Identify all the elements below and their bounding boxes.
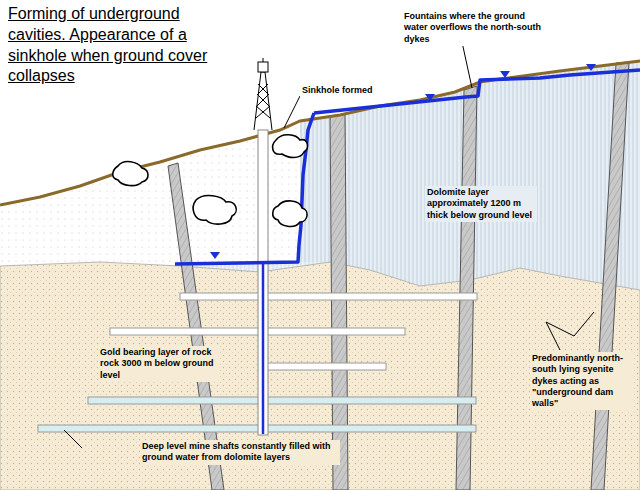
- ground-surface: [0, 61, 640, 205]
- dolomite-label: Dolomite layer approximately 1200 m thic…: [425, 186, 537, 222]
- gold-bearing-layer: [0, 262, 640, 490]
- headframe: [254, 58, 272, 130]
- tunnel: [266, 363, 386, 370]
- dyke: [591, 62, 629, 490]
- shaft-label: Deep level mine shafts constantly filled…: [140, 440, 340, 465]
- mine-shaft: [258, 130, 268, 435]
- diagram-title: Forming of underground cavities. Appeara…: [8, 4, 223, 87]
- water-table-marker: [210, 64, 596, 259]
- cavity: [193, 196, 236, 225]
- leader-line: [462, 42, 472, 88]
- tunnel: [88, 397, 476, 404]
- dyke-label: Predominantly north-south lying syenite …: [530, 352, 634, 410]
- cavity: [273, 201, 307, 227]
- cavities: [113, 135, 308, 227]
- water-table: [175, 70, 640, 264]
- tunnel: [180, 293, 477, 300]
- leader-lines: [64, 42, 594, 448]
- sinkhole-label: Sinkhole formed: [300, 84, 392, 97]
- leader-line: [284, 96, 300, 128]
- leader-line: [64, 430, 82, 448]
- leader-line: [546, 312, 594, 350]
- gold-layer-label: Gold bearing layer of rock rock 3000 m b…: [98, 346, 220, 382]
- tunnel: [38, 425, 476, 432]
- sinkhole-cavity: [273, 135, 308, 158]
- fountain-note: Fountains where the ground water overflo…: [402, 10, 544, 46]
- dyke: [330, 114, 348, 490]
- shaft-water: [262, 262, 265, 434]
- cavity: [113, 162, 148, 186]
